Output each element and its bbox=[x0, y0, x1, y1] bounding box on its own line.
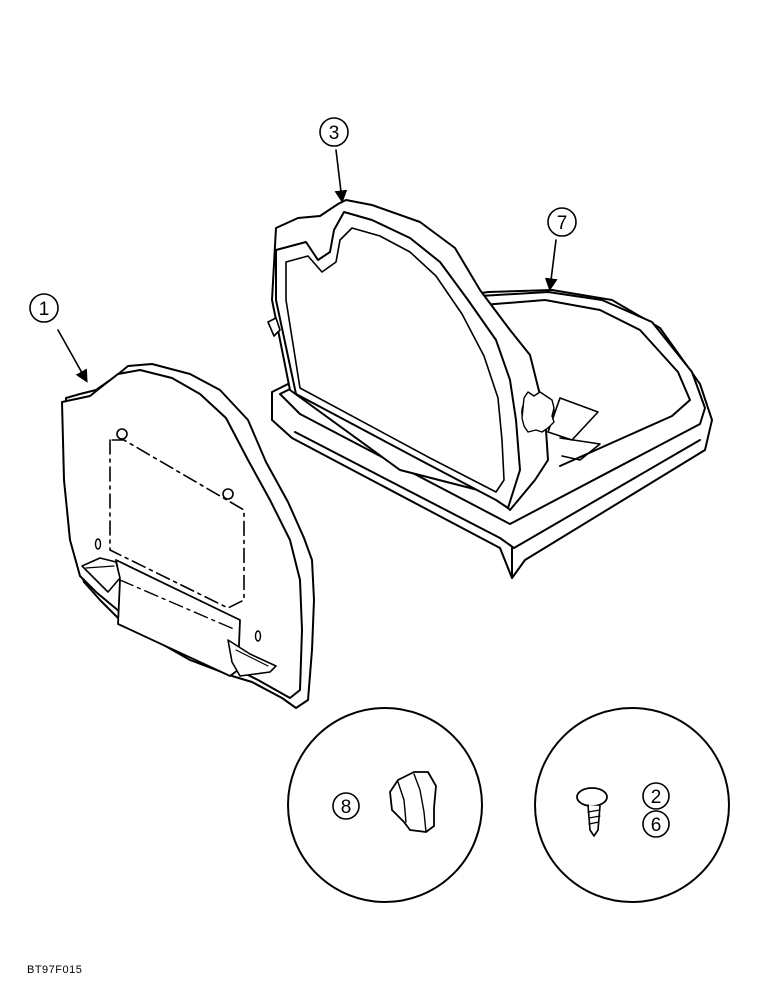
callout-arrows bbox=[57, 149, 558, 383]
callout-bubble-8 bbox=[332, 792, 360, 820]
callout-bubble-7 bbox=[547, 207, 577, 237]
clip-detail-circle bbox=[287, 707, 483, 903]
callout-label-6: 6 bbox=[651, 815, 662, 836]
callout-bubble-1 bbox=[29, 293, 59, 323]
callout-bubble-3 bbox=[319, 117, 349, 147]
arrow-to-seat-back bbox=[334, 149, 348, 204]
seat-back-illustration bbox=[267, 199, 555, 511]
reference-code: BT97F015 bbox=[27, 964, 82, 976]
callout-label-3: 3 bbox=[329, 123, 340, 144]
screw-detail-circle bbox=[534, 707, 730, 903]
callout-label-1: 1 bbox=[39, 299, 50, 320]
callout-label-2: 2 bbox=[651, 787, 662, 808]
callout-label-8: 8 bbox=[341, 797, 352, 818]
callout-label-7: 7 bbox=[557, 213, 568, 234]
arrow-to-back-cover bbox=[57, 329, 88, 383]
callout-bubbles bbox=[29, 117, 670, 838]
arrow-to-seat-cushion bbox=[544, 239, 558, 292]
callout-bubble-6 bbox=[642, 810, 670, 838]
back-cover-illustration bbox=[61, 363, 315, 709]
callout-bubble-2 bbox=[642, 782, 670, 810]
